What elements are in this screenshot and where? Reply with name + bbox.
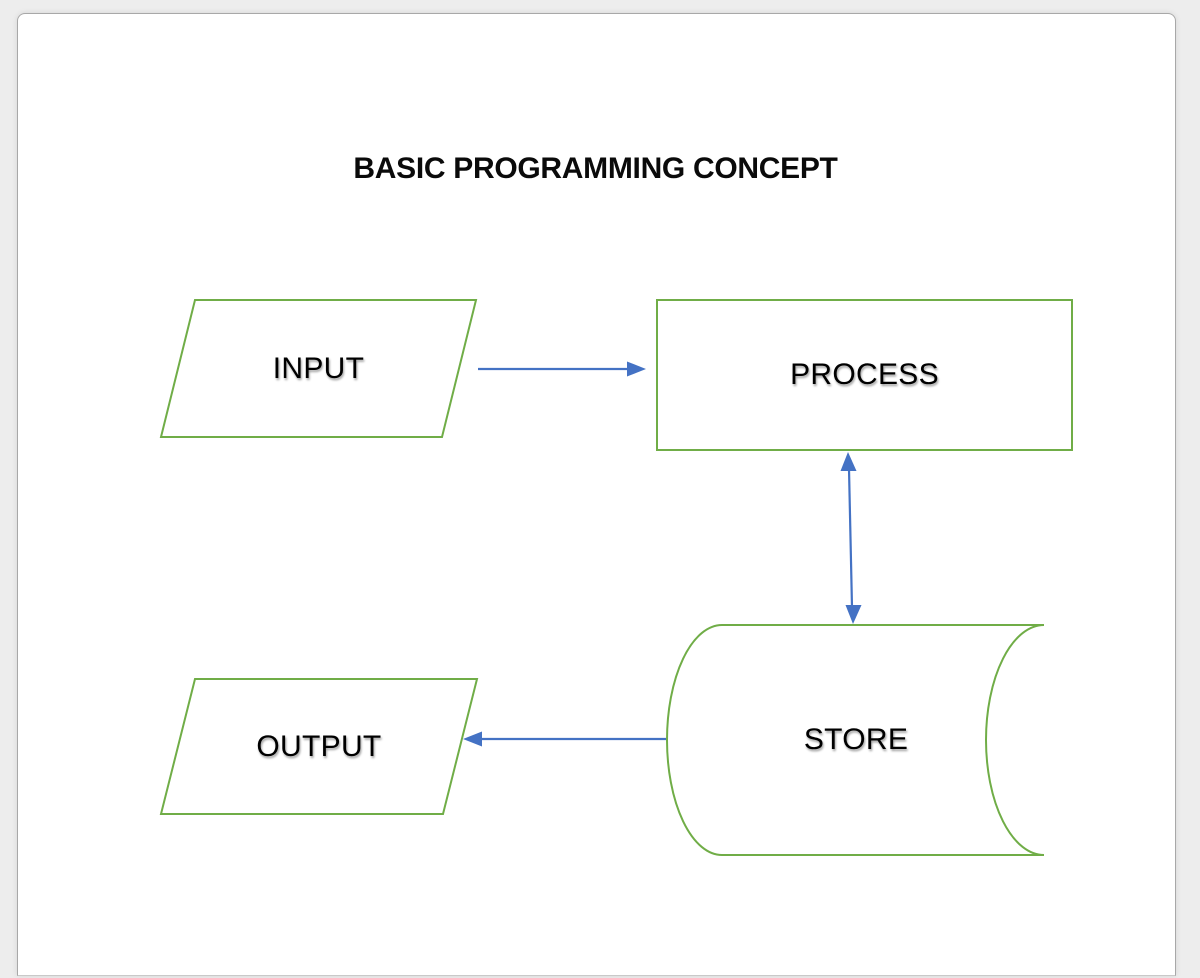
input-shape[interactable] [159, 299, 478, 438]
store-shape[interactable] [666, 624, 1045, 856]
arrow-store-to-output[interactable] [463, 731, 666, 747]
arrow-input-to-process[interactable] [478, 361, 646, 377]
diagram-title: BASIC PROGRAMMING CONCEPT [353, 152, 838, 185]
arrow-process-store-bidirectional[interactable] [840, 452, 862, 624]
output-shape[interactable] [159, 678, 479, 815]
process-shape[interactable] [656, 299, 1073, 451]
